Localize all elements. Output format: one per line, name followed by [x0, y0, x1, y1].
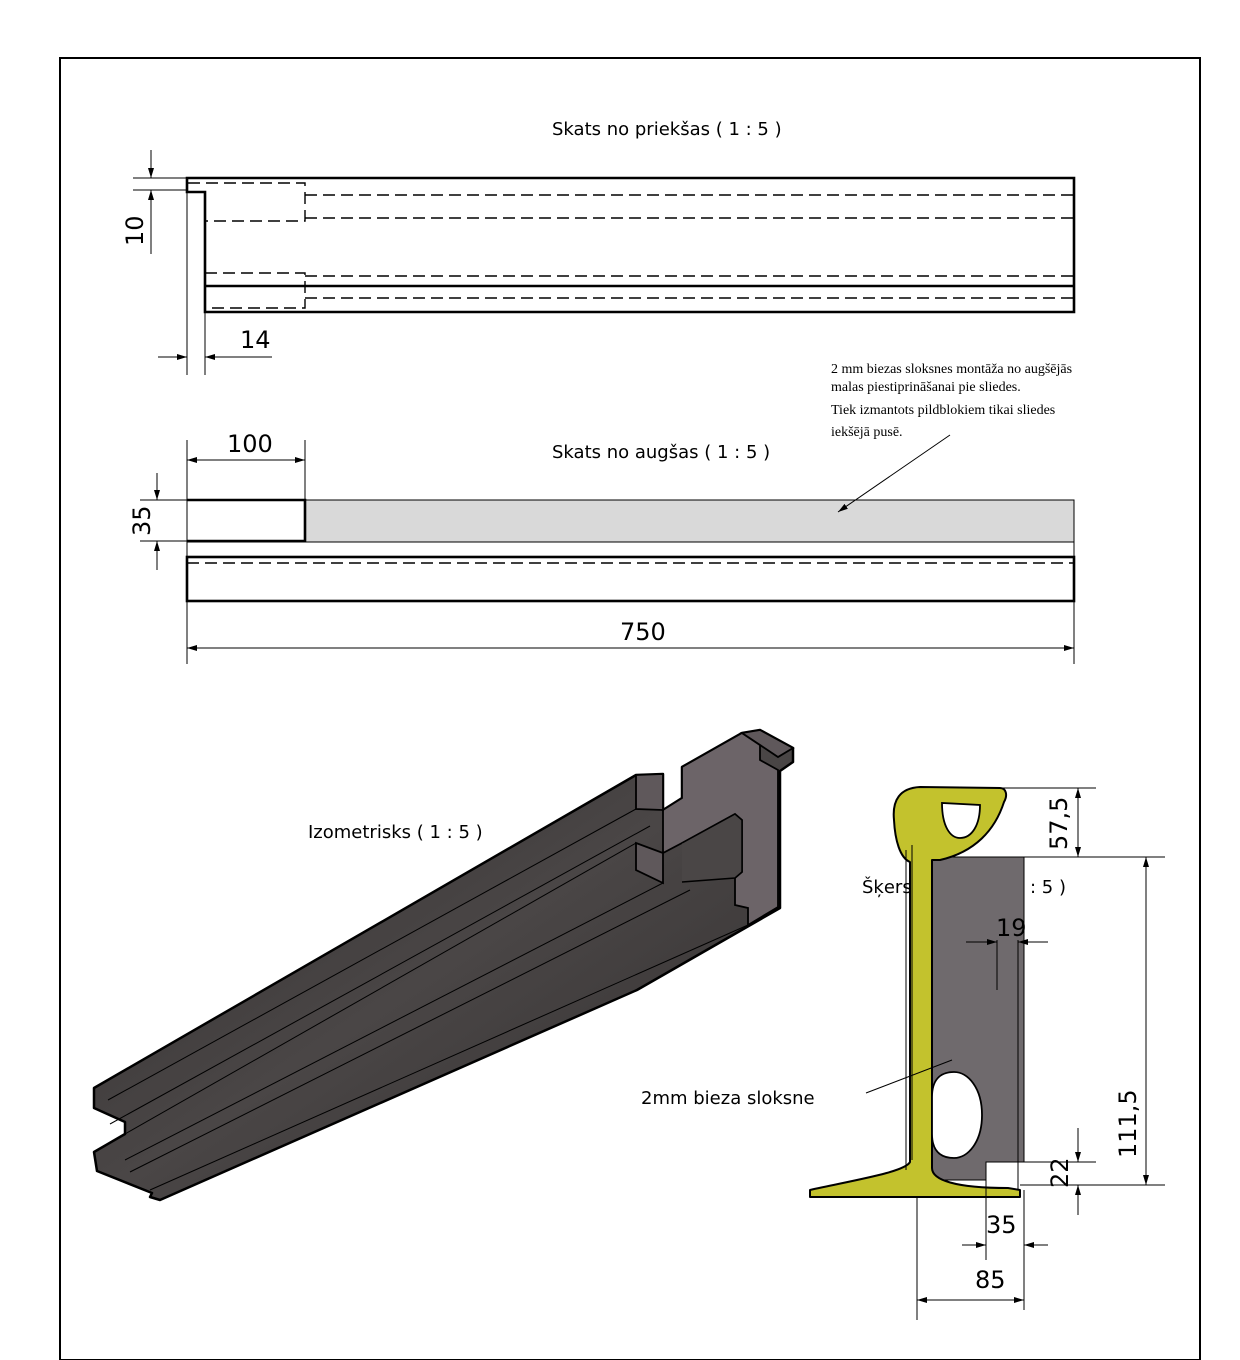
dim-top-35: 35: [128, 505, 156, 536]
dim-front-14: 14: [240, 326, 271, 354]
strip-note: 2 mm biezas sloksnes montāža no augšējās…: [831, 362, 1076, 440]
front-view-title: Skats no priekšas ( 1 : 5 ): [552, 119, 782, 140]
top-view-title: Skats no augšas ( 1 : 5 ): [552, 442, 770, 463]
dim-sec-85: 85: [975, 1266, 1006, 1294]
dim-sec-57-5: 57,5: [1045, 797, 1073, 850]
strip-leader: [865, 1059, 953, 1094]
dim-sec-35: 35: [986, 1211, 1017, 1239]
dim-top-750: 750: [620, 618, 666, 646]
strip-note-line: iekšējā pusē.: [831, 425, 903, 440]
strip-note-line: malas piestiprināšanai pie sliedes.: [831, 380, 1021, 395]
iso-view-title: Izometrisks ( 1 : 5 ): [308, 822, 483, 843]
dim-top-100: 100: [227, 430, 273, 458]
note-leader-arrow: [837, 434, 951, 513]
top-view: Skats no augšas ( 1 : 5 ) 100 35 750 2 m…: [128, 362, 1076, 664]
strip-note-line: 2 mm biezas sloksnes montāža no augšējās: [831, 362, 1072, 377]
strip-note-line: Tiek izmantots pildblokiem tikai sliedes: [831, 403, 1055, 418]
isometric-view: Izometrisks ( 1 : 5 ): [92, 728, 795, 1202]
dim-sec-22: 22: [1046, 1157, 1074, 1188]
dim-sec-19: 19: [996, 914, 1027, 942]
cross-section-view: Šķersgriezums ( 1 : 5 ) 2mm bieza sloksn…: [641, 786, 1165, 1320]
strip-label: 2mm bieza sloksne: [641, 1088, 815, 1109]
dim-front-10: 10: [121, 215, 149, 246]
dim-sec-111-5: 111,5: [1114, 1089, 1142, 1158]
front-view: Skats no priekšas ( 1 : 5 ) 10 14: [121, 119, 1076, 375]
sheet-frame: [59, 57, 1201, 1360]
strip-area: [304, 499, 1075, 543]
